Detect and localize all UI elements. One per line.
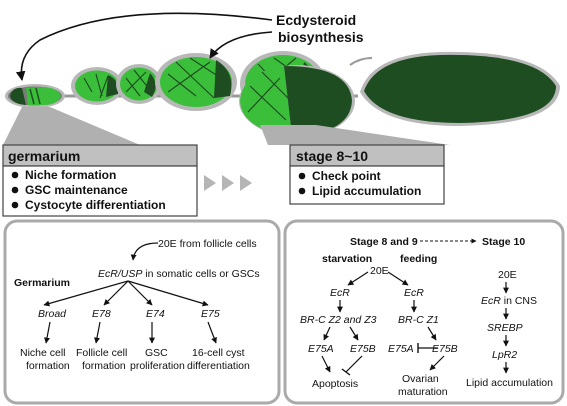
hormone-label: 20E — [370, 265, 389, 277]
ecdysteroid-arrow-to-germarium — [15, 12, 273, 81]
stage-box-title: stage 8~10 — [296, 148, 368, 164]
brc-right: BR-C Z1 — [398, 314, 439, 326]
germarium-region-label: Germarium — [14, 277, 70, 289]
s10-ecr: EcR in CNS — [481, 295, 537, 307]
germarium-info-box: germarium Niche formation GSC maintenanc… — [2, 144, 198, 217]
srebp-label: SREBP — [487, 322, 523, 334]
progression-triangles — [204, 175, 252, 191]
s10-hormone: 20E — [498, 269, 517, 281]
ecdysteroid-label-line2: biosynthesis — [278, 29, 364, 45]
stage-item: Lipid accumulation — [312, 184, 421, 198]
germarium-receptor: EcR/USP in somatic cells or GSCs — [98, 268, 260, 280]
germarium-box-title: germarium — [8, 148, 80, 164]
germarium-egg-chamber — [5, 84, 65, 108]
feeding-label: feeding — [400, 253, 437, 265]
germarium-item: Cystocyte differentiation — [25, 198, 166, 212]
outcome-gsc: GSC proliferation — [130, 347, 185, 372]
stage-10-label: Stage 10 — [482, 236, 525, 248]
stage-10-egg-chamber — [239, 65, 355, 137]
stage-item: Check point — [312, 169, 381, 183]
ovariole-illustration: Ecdysteroid biosynthesis — [5, 12, 560, 137]
stage-8-9-label: Stage 8 and 9 — [350, 236, 418, 248]
gene-label-e75: E75 — [201, 308, 220, 320]
e75a-right: E75A — [388, 343, 414, 355]
outcome-cyst: 16-cell cyst differentiation — [187, 347, 250, 372]
lpr2-label: LpR2 — [492, 349, 517, 361]
e75b-left: E75B — [350, 343, 376, 355]
outcome-niche: Niche cell formation — [20, 347, 70, 372]
germarium-item: Niche formation — [25, 168, 116, 182]
e75a-left: E75A — [308, 343, 334, 355]
ecdysteroid-label-line1: Ecdysteroid — [276, 12, 356, 28]
starvation-label: starvation — [322, 253, 372, 265]
lipid-accumulation-label: Lipid accumulation — [466, 377, 553, 389]
ecr-left: EcR — [330, 287, 350, 299]
stage-projection — [260, 125, 450, 145]
gene-label-broad: Broad — [38, 308, 67, 320]
germarium-item: GSC maintenance — [25, 183, 128, 197]
stage-pathway-panel: Stage 8 and 9 Stage 10 starvation feedin… — [283, 219, 565, 405]
gene-label-e78: E78 — [92, 308, 111, 320]
ecr-right: EcR — [404, 287, 424, 299]
brc-left: BR-C Z2 and Z3 — [300, 314, 377, 326]
apoptosis-label: Apoptosis — [312, 378, 358, 390]
germarium-source: 20E from follicle cells — [158, 238, 257, 250]
ovarian-maturation: Ovarian maturation — [398, 373, 448, 398]
egg-chamber-3 — [116, 64, 162, 104]
egg-chamber-2 — [71, 67, 123, 105]
outcome-follicle: Follicle cell formation — [76, 347, 130, 372]
mature-egg — [360, 51, 560, 126]
ecdysteroid-arrow-to-chamber — [209, 31, 273, 59]
e75b-right: E75B — [432, 343, 458, 355]
germarium-pathway-panel: 20E from follicle cells Germarium EcR/US… — [3, 219, 281, 405]
germarium-projection — [3, 107, 140, 145]
egg-chamber-4 — [155, 53, 237, 111]
gene-label-e74: E74 — [146, 308, 165, 320]
stage-info-box: stage 8~10 Check point Lipid accumulatio… — [289, 144, 445, 205]
